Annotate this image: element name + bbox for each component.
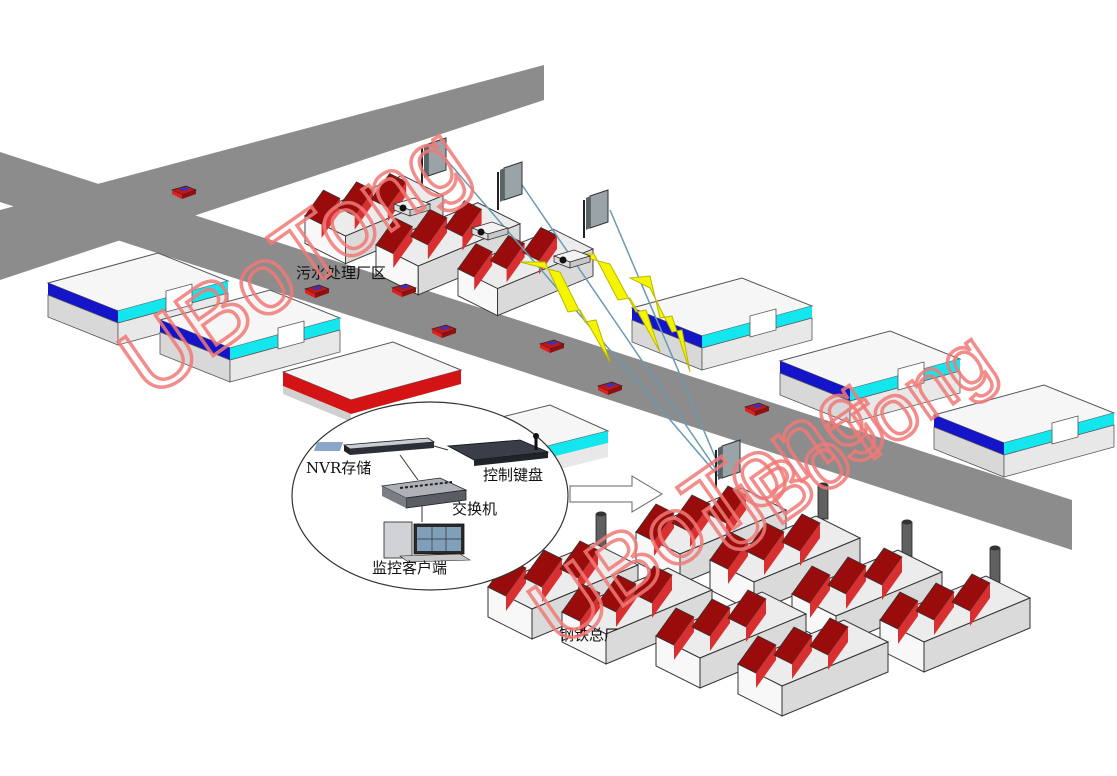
antenna-icon [583,189,609,239]
chimney [989,545,1001,583]
lightning-icon [519,261,611,363]
label-sewage-area: 污水处理厂区 [296,264,386,282]
label-switch: 交换机 [452,500,497,518]
label-nvr: NVR存储 [306,459,371,477]
link-line [433,445,449,451]
label-client: 监控客户端 [372,559,447,577]
arrow-icon [569,475,663,513]
keyboard-icon [313,433,550,466]
roads [0,65,1072,550]
lightning-icon [628,275,691,373]
computer-icon [383,521,472,563]
main-diagonal-road [0,152,1072,550]
lightning-icon [571,253,661,353]
control-center [291,401,569,591]
left-buildings [47,252,610,477]
label-keyboard: 控制键盘 [483,466,543,484]
label-steel-plant: 钢铁总厂 [559,626,619,644]
nvr-icon [342,437,436,455]
link-line [609,209,725,479]
building-red-trim [281,341,463,422]
chimney [901,519,913,557]
switch-icon [380,477,468,509]
link-line [399,454,419,481]
wireless-links [444,157,725,479]
link-line [519,181,723,479]
antenna-icon [497,161,523,211]
